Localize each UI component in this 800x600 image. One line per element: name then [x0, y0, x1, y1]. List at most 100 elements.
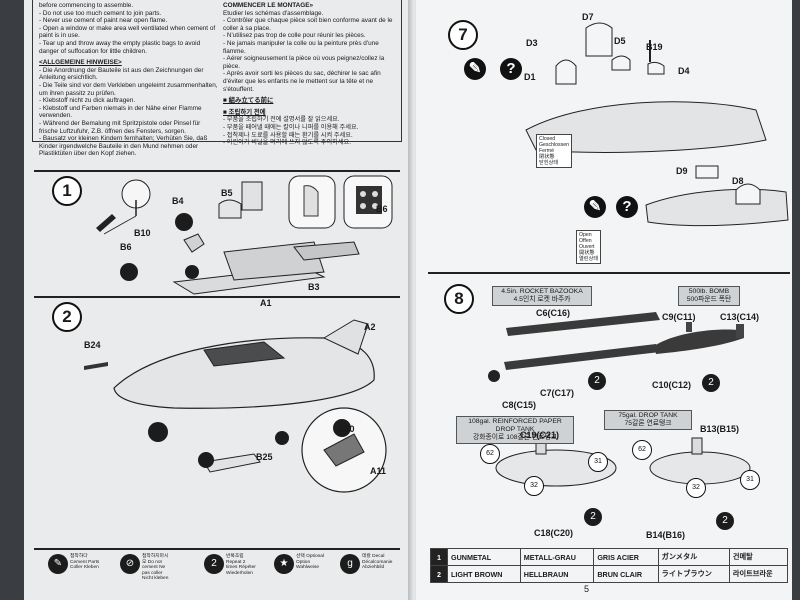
not-glue-icon: ⊘	[120, 554, 140, 574]
rear-floor-part	[293, 241, 360, 261]
label-b19: B19	[646, 42, 663, 52]
warnings-box: before commencing to assemble. - Do not …	[32, 0, 402, 157]
rudder-pedal-part	[183, 233, 205, 253]
drop-tank-strut	[691, 437, 703, 455]
paint-marker-31b: 31	[740, 470, 760, 490]
question-icon: ?	[500, 58, 522, 80]
note-closed-0: Closed	[539, 136, 556, 142]
color-1-fr: GRIS ACIER	[593, 548, 659, 566]
label-a2: A2	[364, 322, 376, 332]
label-b10: B10	[134, 228, 151, 238]
knife-icon	[96, 214, 116, 232]
warnings-ko-title: ■ 조립하기 전에	[223, 108, 266, 116]
canopy-d5-part	[611, 55, 631, 71]
label-b24: B24	[84, 340, 101, 350]
legend-glue: ✎ 접착하다 Cement Parts Coller Kleben	[48, 554, 100, 598]
paint-marker-32b: 32	[686, 478, 706, 498]
label-a1: A1	[260, 298, 272, 308]
paint-marker-32a: 32	[524, 476, 544, 496]
drop-tank-title-box: 75gal. DROP TANK 75갈론 연료탱크	[604, 410, 692, 430]
rocket-title: 4.5in. ROCKET BAZOOKA	[501, 288, 583, 295]
warning-fr-3: - Ne jamais manipuler la colle ou la pei…	[223, 39, 379, 55]
color-row-2: 2 LIGHT BROWN HELLBRAUN BRUN CLAIR ライトブラ…	[430, 565, 789, 583]
warning-en-1: - Do not use too much cement to join par…	[39, 9, 162, 17]
fuselage-lower-part	[645, 188, 789, 227]
color-2-ja: ライトブラウン	[657, 565, 730, 583]
decal-icon: g	[340, 554, 360, 574]
color-1-ko: 건메탈	[728, 548, 789, 566]
label-d4: D4	[678, 66, 690, 76]
step-8-diagram	[488, 312, 751, 487]
label-c10: C10(C12)	[652, 380, 692, 390]
paint-marker-62a: 62	[480, 444, 500, 464]
label-c18: C18(C20)	[534, 528, 574, 538]
fuselage-cockpit-opening	[203, 341, 286, 367]
warning-de-0: - Die Anordnung der Bauteile ist aus den…	[39, 66, 204, 82]
note-open-3: 開状態	[579, 250, 595, 256]
label-b3: B3	[308, 282, 320, 292]
gauge-3	[360, 203, 366, 209]
paper-tank-part	[495, 449, 617, 487]
step-2-diagram	[84, 319, 387, 493]
legend-repeat: 2 반복조립 Repeat 2 times Répéter Wiederhole…	[204, 554, 256, 598]
bomb-part	[654, 329, 744, 354]
label-d9: D9	[676, 166, 688, 176]
book-gutter	[408, 0, 418, 600]
note-closed-2: Fermé	[539, 148, 554, 154]
label-d5: D5	[614, 36, 626, 46]
warning-ko-2: - 접착제나 도료를 사용할 때는 환기를 시켜 주세요.	[223, 131, 353, 139]
warning-fr-5: - Après avoir sorti les pièces du sac, d…	[223, 70, 381, 93]
color-1-number: 1	[430, 548, 448, 566]
step-divider-middle	[34, 296, 400, 298]
warning-de-5: - Bausatz vor kleinen Kindern fernhalten…	[39, 135, 208, 158]
glue-marker-3	[185, 265, 199, 279]
glue-marker-6	[275, 431, 289, 445]
legend-optional-text: 선택 Optional Option Wahlweise	[296, 554, 325, 571]
warning-ko-0: - 부품을 조립하기 전에 설명서를 잘 읽으세요.	[223, 116, 340, 124]
repeat-icon-bomb: 2	[702, 374, 720, 392]
color-row-1: 1 GUNMETAL METALL-GRAU GRIS ACIER ガンメタル …	[430, 548, 789, 566]
step-divider-right	[428, 272, 790, 274]
warning-de-1: - Die Teile sind vor dem Verkleben ungel…	[39, 81, 218, 97]
glue-marker-2	[175, 213, 193, 231]
legend-no-glue: ⊘ 접착하지마시오 Do not cement Ne pas coller Ni…	[120, 554, 172, 598]
warning-fr-1: - Contrôler que chaque pièce soit bien c…	[223, 17, 393, 32]
paper-tank-title-box: 108gal. REINFORCED PAPER DROP TANK 강화종이로…	[456, 416, 574, 444]
warning-en-2: - Never use cement of paint near open fl…	[39, 17, 168, 25]
gunsight-detail	[303, 185, 319, 217]
paint-marker-31a: 31	[588, 452, 608, 472]
fuselage-half-part	[113, 337, 375, 409]
glue-marker-4	[148, 422, 168, 442]
warning-en-3: - Open a window or make area well ventil…	[39, 24, 216, 40]
step-7-number: 7	[448, 20, 478, 50]
label-c9: C9(C11)	[662, 312, 696, 322]
repeat-icon-drop-tank: 2	[716, 512, 734, 530]
label-c7: C7(C17)	[540, 388, 575, 398]
gauge-2	[372, 191, 378, 197]
windscreen-d1-part	[555, 59, 577, 85]
glue-step7b-icon: ✎	[584, 196, 606, 218]
step-1-diagram	[96, 175, 393, 295]
warning-fr-4: - Aérer soigneusement la pièce où vous p…	[223, 55, 385, 70]
legend-glue-text: 접착하다 Cement Parts Coller Kleben	[70, 554, 100, 571]
note-closed: Closed Geschlossen Fermé 閉状態 닫힌상태	[536, 134, 572, 168]
legend-optional: ★ 선택 Optional Option Wahlweise	[274, 554, 326, 598]
tailwheel-part	[323, 433, 365, 467]
legend-no-glue-text: 접착하지마시오 Do not cement Ne pas coller Nich…	[142, 554, 169, 582]
pointer-line	[103, 215, 137, 235]
note-closed-1: Geschlossen	[539, 142, 569, 148]
glue-step7-icon: ✎	[464, 58, 486, 80]
repeat-icon-rocket: 2	[588, 372, 606, 390]
gauge-4	[372, 203, 378, 209]
color-2-fr: BRUN CLAIR	[593, 565, 659, 583]
warnings-english: before commencing to assemble. - Do not …	[39, 2, 219, 158]
label-b6-left: B6	[120, 242, 132, 252]
label-c8: C8(C15)	[502, 400, 537, 410]
instrument-panel-part	[356, 186, 382, 214]
repeat-icon: 2	[204, 554, 224, 574]
label-b5: B5	[221, 188, 233, 198]
warning-ko-3: - 어린이가 비닐을 머리에 쓰지 않도록 주의하세요.	[223, 139, 351, 147]
step-1-number: 1	[52, 176, 82, 206]
note-closed-3: 閉状態	[539, 154, 555, 160]
label-a11: A11	[370, 466, 387, 476]
